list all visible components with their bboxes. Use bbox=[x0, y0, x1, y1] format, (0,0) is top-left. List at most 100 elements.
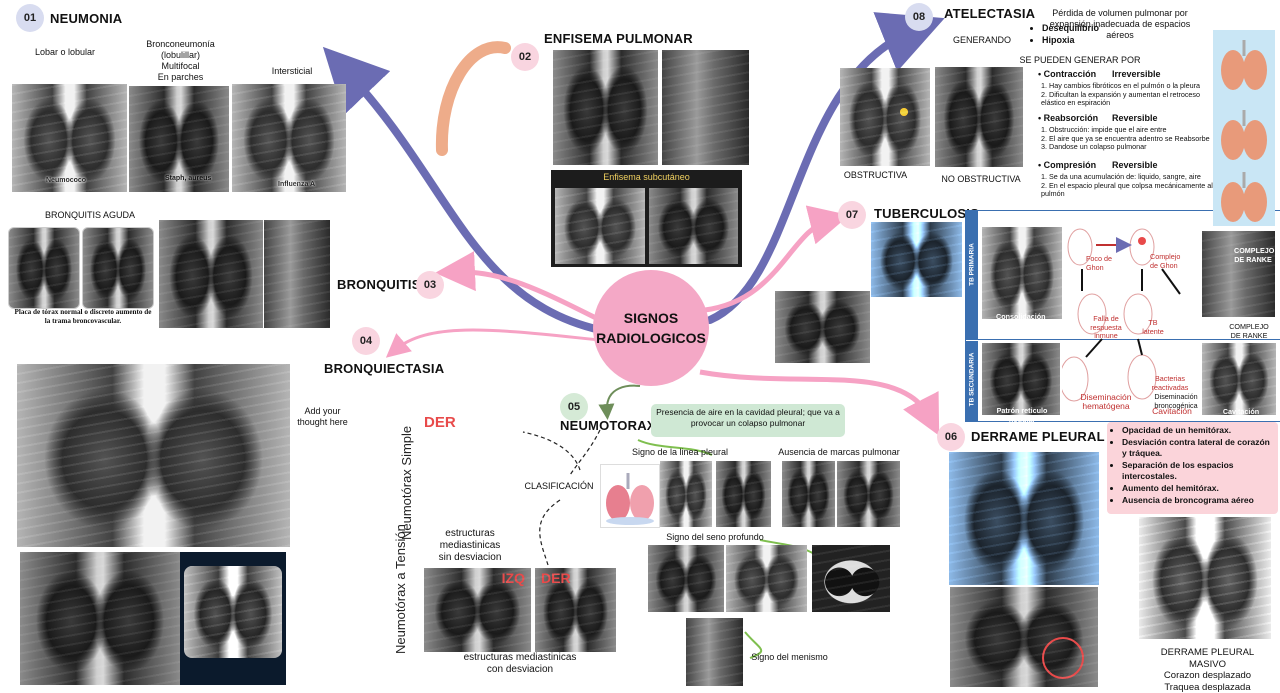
ct-seno bbox=[812, 545, 890, 612]
badge-07: 07 bbox=[838, 201, 866, 229]
badge-01: 01 bbox=[16, 4, 44, 32]
bronco-line1: Bronconeumonía bbox=[146, 39, 215, 49]
sin-desviacion-label: estructuras mediastinicas sin desviacion bbox=[430, 528, 510, 564]
signo-seno-profundo: Signo del seno profundo bbox=[666, 532, 764, 542]
sin-desv-1: estructuras bbox=[445, 528, 495, 539]
masivo-2: MASIVO bbox=[1189, 658, 1226, 670]
der-label-simple: DER bbox=[424, 414, 456, 431]
tb-latente: TB latente bbox=[1142, 318, 1164, 336]
contraccion-items: 1. Hay cambios fibróticos en el pulmón o… bbox=[1041, 81, 1201, 107]
tension-text: Neumotórax a Tensión bbox=[393, 524, 408, 654]
bronquiectasia-note: Add your thought here bbox=[290, 406, 355, 428]
signo-linea-pleural: Signo de la linea pleural bbox=[631, 447, 729, 457]
badge-05: 05 bbox=[560, 393, 588, 421]
tb-cavitacion-cap: Cavitación bbox=[1222, 407, 1260, 416]
xray-staph: Staph, aureus bbox=[129, 86, 229, 192]
tb-reactivadas: Bacterias reactivadas bbox=[1151, 374, 1189, 392]
derrame-bullet-list: Opacidad de un hemitórax. Desviación con… bbox=[1110, 425, 1275, 506]
xray-bronq-aguda-2 bbox=[82, 227, 154, 309]
badge-03: 03 bbox=[416, 271, 444, 299]
tb-flow-svg bbox=[1062, 228, 1181, 402]
derrame-bullet: Opacidad de un hemitórax. bbox=[1122, 425, 1275, 437]
lungs-stack-svg bbox=[1221, 40, 1267, 222]
type-reabsorcion: • Reabsorción Reversible bbox=[1038, 113, 1158, 123]
generando-item: Hipoxia bbox=[1042, 34, 1099, 46]
arrow-to-neumotorax bbox=[598, 384, 641, 420]
masivo-1: DERRAME PLEURAL bbox=[1160, 647, 1255, 658]
sin-desv-2: mediastinicas bbox=[439, 540, 501, 551]
xray-ausencia-2 bbox=[837, 461, 900, 527]
xray-atelectasia-obstructiva bbox=[840, 68, 930, 166]
xray-bronq-aguda-1 bbox=[8, 227, 80, 309]
neumonia-lobar: Lobar o lobular bbox=[34, 47, 96, 57]
tb-diseminacion: Diseminación hematógena bbox=[1080, 392, 1132, 411]
xray-subcut-2 bbox=[649, 188, 738, 264]
derrame-masivo-label: DERRAME PLEURAL MASIVO Corazon desplazad… bbox=[1150, 647, 1265, 693]
der-label-tension: DER bbox=[541, 570, 571, 586]
note-line1: Add your bbox=[304, 406, 341, 416]
xray-enfisema-lat bbox=[662, 50, 749, 165]
con-desv-2: con desviacion bbox=[486, 664, 554, 675]
neumonia-bronco: Bronconeumonía (lobulillar) Multifocal E… bbox=[138, 39, 223, 83]
xray-atelectasia-no-obstructiva bbox=[935, 67, 1023, 167]
xray-bronquitis-main bbox=[159, 220, 263, 328]
ct-bronquiectasia-panel bbox=[180, 552, 286, 685]
tb-secundaria-label: TB SECUNDARIA bbox=[968, 352, 976, 407]
arrow-to-tuberculosis bbox=[704, 205, 850, 313]
derrame-bullet: Separación de los espacios intercostales… bbox=[1122, 460, 1275, 483]
derrame-bullet: Desviación contra lateral de corazón y t… bbox=[1122, 437, 1275, 460]
tb-divider bbox=[966, 339, 1280, 340]
obstruction-marker bbox=[900, 108, 908, 116]
neumotorax-simple-label: Neumotórax Simple bbox=[399, 425, 414, 540]
xray-tb-ranke bbox=[1202, 231, 1275, 317]
xray-tb-blue bbox=[871, 222, 962, 297]
dashed-clasificacion-up bbox=[522, 431, 581, 471]
xray-seno-2 bbox=[726, 545, 807, 612]
item: Se da una acumulación de: liquido, sangr… bbox=[1049, 172, 1201, 181]
lung-illustration bbox=[600, 464, 660, 528]
tb-ranke: COMPLEJO DE RANKE bbox=[1234, 246, 1275, 264]
badge-06: 06 bbox=[937, 423, 965, 451]
item: El aire que ya se encuentra adentro se R… bbox=[1049, 133, 1210, 143]
lungs-svg bbox=[606, 473, 654, 525]
clasificacion-label: CLASIFICACIÓN bbox=[524, 481, 594, 491]
xray-tb-consolidacion bbox=[982, 227, 1062, 319]
xray-linea-pleural-2 bbox=[716, 461, 771, 527]
xray-ausencia-1 bbox=[782, 461, 835, 527]
tb-foco: Foco de Ghon bbox=[1086, 254, 1112, 272]
xray-influenza: Influenza A bbox=[232, 84, 346, 192]
bronco-line4: En parches bbox=[157, 72, 204, 82]
xray-tb-nodular bbox=[982, 343, 1060, 415]
atelectasia-generando: GENERANDO bbox=[952, 35, 1011, 45]
bronquitis-aguda-note: Placa de tórax normal o discreto aumento… bbox=[14, 308, 152, 325]
type-contraccion: • Contracción Irreversible bbox=[1038, 69, 1161, 79]
xray-subcut-1 bbox=[555, 188, 645, 264]
tb-primaria-band bbox=[966, 211, 978, 339]
atelectasia-definition: Pérdida de volumen pulmonar por expansió… bbox=[1049, 8, 1191, 40]
badge-08: 08 bbox=[905, 3, 933, 31]
arrow-to-neumonia bbox=[322, 46, 604, 334]
type-kind: Irreversible bbox=[1112, 69, 1161, 79]
tb-secundaria-band bbox=[966, 341, 978, 421]
ausencia-marcas: Ausencia de marcas pulmonar bbox=[778, 447, 900, 457]
sin-desv-3: sin desviacion bbox=[438, 552, 502, 563]
xray-bronquiectasia-2 bbox=[20, 552, 180, 685]
bronco-line2: (lobulillar) bbox=[160, 50, 200, 60]
neumonia-intersticial: Intersticial bbox=[271, 66, 313, 76]
green-underline-menisco bbox=[744, 631, 763, 659]
xray-tb-2 bbox=[775, 291, 870, 363]
item: Dandose un colapso pulmonar bbox=[1049, 142, 1147, 151]
reabsorcion-items: 1. Obstrucción: impide que el aire entre… bbox=[1041, 125, 1210, 151]
center-line2: RADIOLOGICOS bbox=[596, 330, 706, 346]
bronquitis-aguda-title: BRONQUITIS AGUDA bbox=[44, 210, 135, 220]
masivo-4: Traquea desplazada bbox=[1164, 681, 1251, 693]
xray-menisco bbox=[686, 618, 743, 686]
bronco-line3: Multifocal bbox=[161, 61, 200, 71]
type-kind: Reversible bbox=[1112, 160, 1158, 170]
type-name: Compresión bbox=[1043, 160, 1097, 170]
derrame-title: DERRAME PLEURAL bbox=[971, 429, 1105, 444]
center-line1: SIGNOS bbox=[623, 310, 679, 326]
cap-neumococo: Neumococo bbox=[46, 177, 87, 184]
type-kind: Reversible bbox=[1112, 113, 1158, 123]
xray-derrame-2 bbox=[950, 587, 1098, 687]
